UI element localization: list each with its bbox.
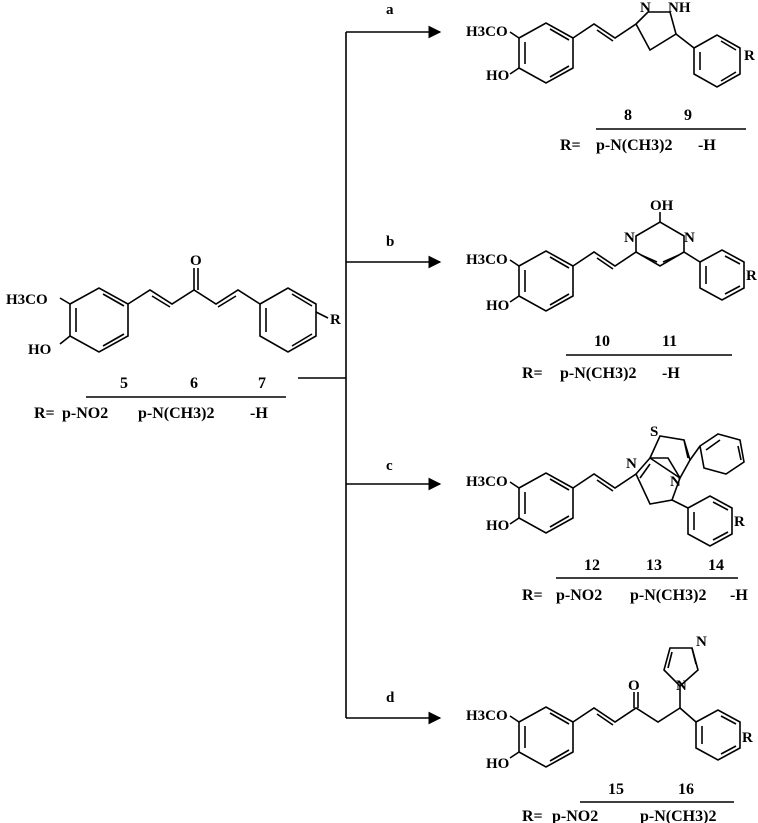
compound-number-15: 15 xyxy=(608,781,624,798)
product-d-structure xyxy=(509,647,741,768)
product-a-r-prefix: R= xyxy=(560,137,581,154)
product-d-ring-n1: N xyxy=(696,634,707,650)
product-d-r-value-15: p-NO2 xyxy=(552,808,598,823)
compound-number-11: 11 xyxy=(662,333,677,350)
product-a-ring-n: N xyxy=(640,0,651,16)
product-d-methoxy-label: H3CO xyxy=(466,708,508,724)
compound-number-14: 14 xyxy=(708,557,724,574)
compound-number-10: 10 xyxy=(594,333,610,350)
step-label-d: d xyxy=(386,690,395,706)
product-a-ring-nh: NH xyxy=(668,0,691,16)
compound-number-9: 9 xyxy=(684,107,692,124)
product-d-carbonyl: O xyxy=(628,678,640,694)
product-b-structure xyxy=(509,212,745,312)
product-c-r-prefix: R= xyxy=(522,587,543,604)
start-r-value-5: p-NO2 xyxy=(62,405,108,422)
product-c-hydroxy-label: HO xyxy=(486,518,509,534)
compound-number-12: 12 xyxy=(584,557,600,574)
product-c-ring-n2: N xyxy=(670,474,681,490)
branch-connectors xyxy=(298,25,442,725)
step-label-c: c xyxy=(386,458,393,474)
compound-number-7: 7 xyxy=(258,375,266,392)
product-c-methoxy-label: H3CO xyxy=(466,474,508,490)
start-r-value-6: p-N(CH3)2 xyxy=(138,405,214,422)
product-b-methoxy-label: H3CO xyxy=(466,252,508,268)
product-a-r-value-9: -H xyxy=(698,137,716,154)
product-d-hydroxy-label: HO xyxy=(486,756,509,772)
product-b-r-prefix: R= xyxy=(522,365,543,382)
step-label-b: b xyxy=(386,234,394,250)
product-a-hydroxy-label: HO xyxy=(486,68,509,84)
product-c-r-value-14: -H xyxy=(730,587,748,604)
product-d-r-value-16: p-N(CH3)2 xyxy=(640,808,716,823)
starting-material-structure xyxy=(59,268,329,353)
product-b-ring-n2: N xyxy=(684,230,695,246)
product-c-structure xyxy=(509,433,745,547)
product-a-structure xyxy=(509,11,741,88)
product-c-r-value-13: p-N(CH3)2 xyxy=(630,587,706,604)
product-b-r-label: R xyxy=(746,268,757,284)
start-r-prefix: R= xyxy=(34,405,55,422)
start-methoxy-label: H3CO xyxy=(6,292,48,308)
step-label-a: a xyxy=(386,2,394,18)
product-c-r-label: R xyxy=(734,514,745,530)
product-b-r-value-11: -H xyxy=(662,365,680,382)
start-hydroxy-label: HO xyxy=(28,342,51,358)
compound-number-8: 8 xyxy=(624,107,632,124)
product-b-ring-oh: OH xyxy=(650,198,674,214)
product-c-r-value-12: p-NO2 xyxy=(556,587,602,604)
product-b-r-value-10: p-N(CH3)2 xyxy=(560,365,636,382)
product-c-ring-s: S xyxy=(650,424,658,440)
product-d-r-label: R xyxy=(742,730,753,746)
compound-number-5: 5 xyxy=(120,375,128,392)
start-r-value-7: -H xyxy=(250,405,268,422)
product-c-ring-n1: N xyxy=(626,456,637,472)
start-carbonyl-label: O xyxy=(190,253,202,269)
compound-number-16: 16 xyxy=(678,781,694,798)
start-r-label: R xyxy=(330,312,341,328)
product-b-hydroxy-label: HO xyxy=(486,298,509,314)
product-a-r-label: R xyxy=(744,48,755,64)
product-a-r-value-8: p-N(CH3)2 xyxy=(596,137,672,154)
product-b-ring-n1: N xyxy=(624,230,635,246)
product-a-methoxy-label: H3CO xyxy=(466,24,508,40)
compound-number-13: 13 xyxy=(646,557,662,574)
compound-number-6: 6 xyxy=(190,375,198,392)
product-d-r-prefix: R= xyxy=(522,808,543,823)
product-d-ring-n2: N xyxy=(676,678,687,694)
